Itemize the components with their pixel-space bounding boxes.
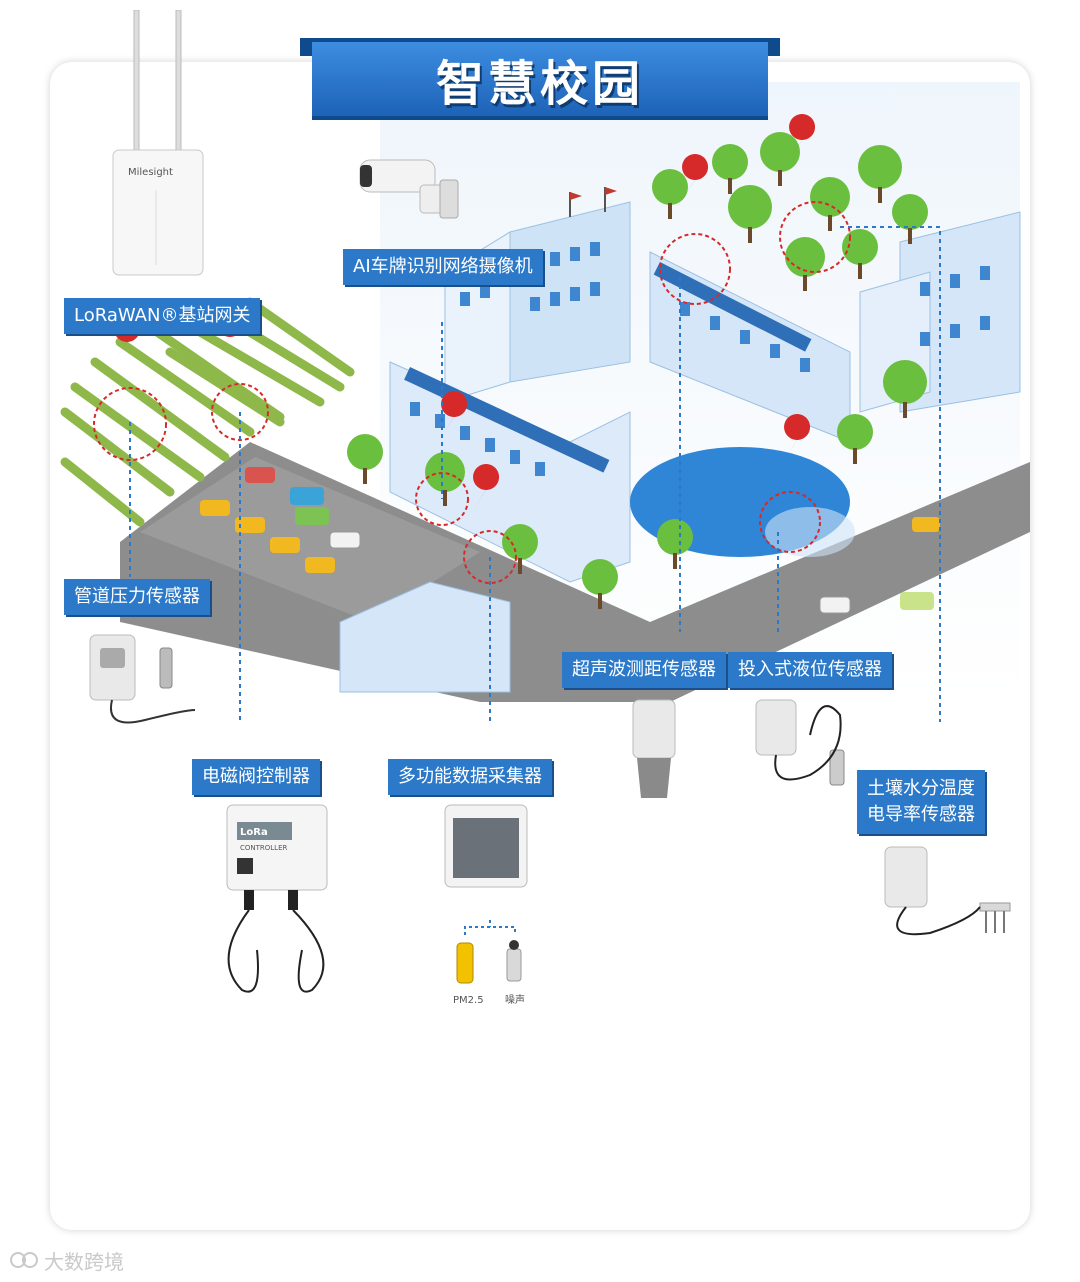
level-sensor-device	[755, 699, 845, 786]
label-valve-controller: 电磁阀控制器	[192, 759, 320, 795]
label-gateway: LoRaWAN®基站网关	[64, 298, 261, 334]
watermark-text: 大数跨境	[44, 1250, 124, 1274]
controller-title2: CONTROLLER	[240, 844, 288, 852]
parking-lot	[140, 457, 480, 622]
ultrasonic-sensor-device	[632, 699, 676, 798]
pipe-sensor-device	[89, 634, 196, 724]
buildings	[339, 187, 1021, 693]
label-soil-line2: 电导率传感器	[867, 804, 975, 825]
noise-label: 噪声	[505, 993, 525, 1006]
data-collector-device	[444, 804, 528, 888]
campus-scene	[60, 82, 1030, 722]
soil-sensor-device	[884, 846, 1011, 936]
watermark-logo-icon	[10, 1252, 38, 1268]
gateway-device: Milesight	[112, 10, 204, 276]
page-title: 智慧校园	[435, 56, 644, 112]
camera-device	[359, 159, 459, 219]
label-soil-sensor: 土壤水分温度 电导率传感器	[857, 770, 985, 834]
farmland	[60, 297, 355, 527]
label-pipe-sensor: 管道压力传感器	[64, 579, 210, 615]
pm25-label: PM2.5	[453, 995, 484, 1006]
title-banner: 智慧校园	[300, 38, 780, 120]
connector-lines	[129, 226, 941, 722]
gateway-brand: Milesight	[128, 167, 173, 178]
controller-title1: LoRa	[240, 827, 268, 838]
label-data-collector: 多功能数据采集器	[388, 759, 552, 795]
label-camera: AI车牌识别网络摄像机	[343, 249, 543, 285]
valve-controller-device: LoRa CONTROLLER	[226, 804, 328, 993]
probe-accessories: PM2.5 噪声	[453, 920, 525, 1006]
label-level-sensor: 投入式液位传感器	[728, 652, 892, 688]
cars	[200, 467, 940, 614]
label-ultrasonic-sensor: 超声波测距传感器	[562, 652, 726, 688]
trees	[347, 132, 928, 609]
label-soil-line1: 土壤水分温度	[867, 778, 975, 799]
